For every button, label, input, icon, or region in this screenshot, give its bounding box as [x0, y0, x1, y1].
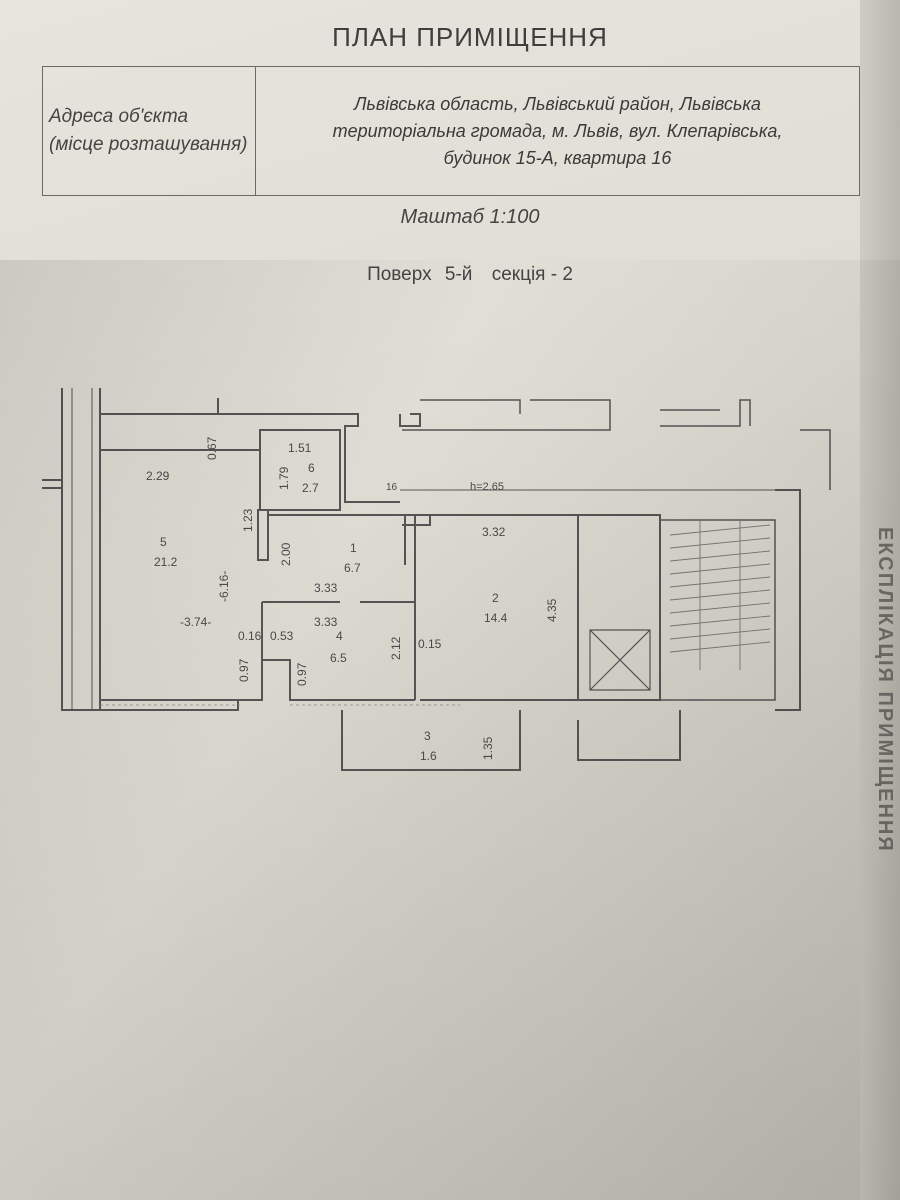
address-value-line3: будинок 15-А, квартира 16 — [443, 147, 672, 168]
address-value-cell: Львівська область, Львівський район, Льв… — [256, 67, 859, 195]
dim-0-53: 0.53 — [270, 629, 294, 643]
room4-area: 6.5 — [330, 651, 347, 665]
dim-6-16: -6.16- — [217, 571, 231, 602]
elevator-shaft — [589, 629, 651, 691]
top-wall — [100, 413, 400, 503]
right-wall — [775, 489, 801, 711]
scale-label: Маштаб 1:100 — [400, 206, 540, 228]
dim-0-16: 0.16 — [238, 629, 262, 643]
dim-3-33a: 3.33 — [314, 581, 338, 595]
side-heading: ЕКСПЛІКАЦІЯ ПРИМІЩЕННЯ — [874, 527, 896, 853]
dim-2-29: 2.29 — [146, 469, 170, 483]
dim-3-74: -3.74- — [180, 615, 211, 629]
far-right-stub — [800, 429, 831, 490]
room2-door-jamb — [402, 514, 431, 526]
room2-number: 2 — [492, 591, 499, 605]
left-stub — [42, 479, 62, 489]
room1-number: 1 — [350, 541, 357, 555]
dim-1-51: 1.51 — [288, 441, 312, 455]
address-label-cell: Адреса об'єкта (місце розташування) — [43, 67, 256, 195]
room1-area: 6.7 — [344, 561, 361, 575]
room5-number: 5 — [160, 535, 167, 549]
stair-lines — [669, 520, 771, 670]
ceiling-height: h=2.65 — [470, 481, 504, 493]
dim-2-12: 2.12 — [389, 636, 403, 660]
balcony-outline — [341, 710, 521, 771]
left-wall-inner-lines — [71, 388, 93, 710]
corridor-top-wall — [402, 399, 611, 431]
floor-line: Поверх 5-й секція - 2 — [0, 264, 900, 286]
dim-0-97a: 0.97 — [237, 658, 251, 682]
room5-area: 21.2 — [154, 555, 178, 569]
document-title: ПЛАН ПРИМІЩЕННЯ — [332, 22, 608, 52]
floor-number: 5-й — [444, 264, 473, 285]
room2-walls — [420, 514, 579, 701]
page-edge — [860, 0, 900, 1200]
partition-block — [257, 509, 269, 561]
stairwell-walls — [660, 519, 776, 701]
room4-number: 4 — [336, 629, 343, 643]
corridor-top-stub — [399, 413, 421, 427]
dim-3-33b: 3.33 — [314, 615, 338, 629]
stair-treads — [669, 520, 771, 670]
left-outer-wall — [61, 388, 101, 711]
room5-top-inner — [100, 430, 261, 451]
room6-number: 6 — [308, 461, 315, 475]
dim-1-23: 1.23 — [241, 508, 255, 532]
dim-3-32: 3.32 — [482, 525, 506, 539]
room3-number: 3 — [424, 729, 431, 743]
address-label-line1: Адреса об'єкта — [49, 106, 189, 127]
room6-area: 2.7 — [302, 481, 319, 495]
plan-labels: 2.29 0.67 1.51 6 1.79 2.7 16 h=2.65 1.23… — [146, 436, 559, 763]
plan-walls — [42, 388, 831, 771]
dim-4-35: 4.35 — [545, 598, 559, 622]
top-right-walls — [660, 399, 751, 427]
address-value-line2: територіальна громада, м. Львів, вул. Кл… — [332, 120, 783, 141]
dim-0-67: 0.67 — [205, 436, 219, 460]
floor-section: секція - 2 — [491, 264, 573, 285]
lower-landing — [577, 710, 681, 761]
room6-walls — [259, 429, 341, 511]
room2-area: 14.4 — [484, 611, 508, 625]
dim-0-97b: 0.97 — [295, 662, 309, 686]
dim-0-15: 0.15 — [418, 637, 442, 651]
address-label-line2: (місце розташування) — [49, 134, 248, 155]
floor-plan: 2.29 0.67 1.51 6 1.79 2.7 16 h=2.65 1.23… — [42, 388, 831, 771]
address-value-line1: Львівська область, Львівський район, Льв… — [354, 93, 761, 114]
dim-2-00: 2.00 — [279, 542, 293, 566]
dim-1-79: 1.79 — [277, 466, 291, 490]
floor-prefix: Поверх — [367, 264, 432, 285]
dim-1-35: 1.35 — [481, 736, 495, 760]
bottom-wall-mid — [237, 659, 415, 710]
shaft-walls — [578, 514, 661, 701]
apartment-number: 16 — [386, 482, 398, 493]
room3-area: 1.6 — [420, 749, 437, 763]
address-table: Адреса об'єкта (місце розташування) Льві… — [42, 66, 860, 196]
